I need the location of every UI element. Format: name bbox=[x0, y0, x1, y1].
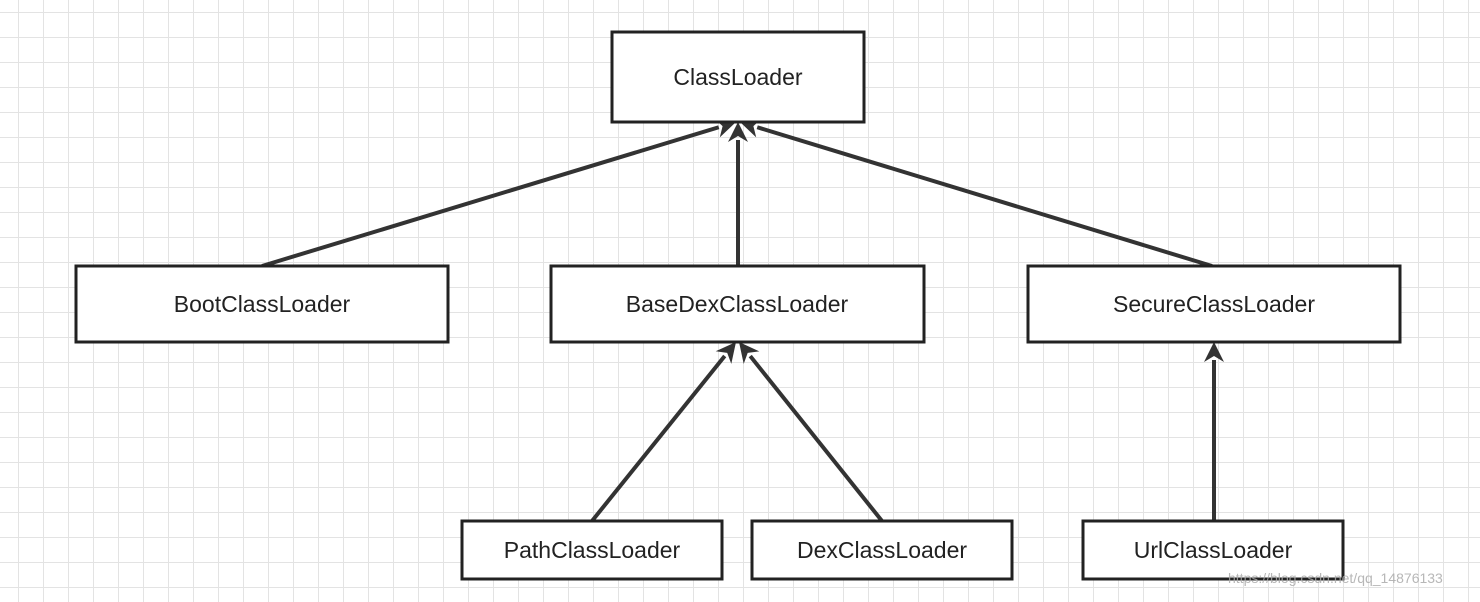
node-label-bootclassloader: BootClassLoader bbox=[174, 291, 351, 317]
node-label-pathclassloader: PathClassLoader bbox=[504, 537, 681, 563]
node-basedexclassloader: BaseDexClassLoader bbox=[549, 264, 926, 344]
node-box-basedexclassloader bbox=[549, 264, 926, 344]
watermark-url: https://blog.csdn.net/qq_14876133 bbox=[1228, 570, 1443, 586]
edge-urlclassloader-to-secureclassloader bbox=[1204, 342, 1224, 521]
edge-line bbox=[261, 125, 720, 268]
node-label-secureclassloader: SecureClassLoader bbox=[1113, 291, 1315, 317]
node-label-urlclassloader: UrlClassLoader bbox=[1134, 537, 1293, 563]
node-classloader: ClassLoader bbox=[610, 30, 866, 124]
edges bbox=[261, 118, 1224, 523]
node-label-basedexclassloader: BaseDexClassLoader bbox=[626, 291, 849, 317]
node-urlclassloader: UrlClassLoader bbox=[1081, 519, 1345, 581]
edge-secureclassloader-to-classloader bbox=[740, 118, 1213, 268]
arrowhead-icon bbox=[739, 342, 760, 364]
edge-line bbox=[756, 125, 1213, 268]
node-box-classloader bbox=[610, 30, 866, 124]
arrowhead-icon bbox=[728, 122, 748, 142]
edge-line bbox=[590, 354, 727, 523]
edge-pathclassloader-to-basedexclassloader bbox=[590, 342, 736, 523]
node-secureclassloader: SecureClassLoader bbox=[1026, 264, 1402, 344]
edge-line bbox=[748, 354, 884, 523]
node-dexclassloader: DexClassLoader bbox=[750, 519, 1014, 581]
node-box-secureclassloader bbox=[1026, 264, 1402, 344]
edge-dexclassloader-to-basedexclassloader bbox=[739, 342, 884, 523]
edge-basedexclassloader-to-classloader bbox=[728, 122, 748, 266]
node-bootclassloader: BootClassLoader bbox=[74, 264, 450, 344]
edge-bootclassloader-to-classloader bbox=[261, 118, 736, 268]
node-label-dexclassloader: DexClassLoader bbox=[797, 537, 967, 563]
node-box-bootclassloader bbox=[74, 264, 450, 344]
node-pathclassloader: PathClassLoader bbox=[460, 519, 724, 581]
node-box-urlclassloader bbox=[1081, 519, 1345, 581]
node-label-classloader: ClassLoader bbox=[673, 64, 802, 90]
node-box-pathclassloader bbox=[460, 519, 724, 581]
arrowhead-icon bbox=[1204, 342, 1224, 362]
arrowhead-icon bbox=[715, 342, 736, 364]
nodes: ClassLoader BootClassLoader BaseDexClass… bbox=[74, 30, 1402, 581]
node-box-dexclassloader bbox=[750, 519, 1014, 581]
